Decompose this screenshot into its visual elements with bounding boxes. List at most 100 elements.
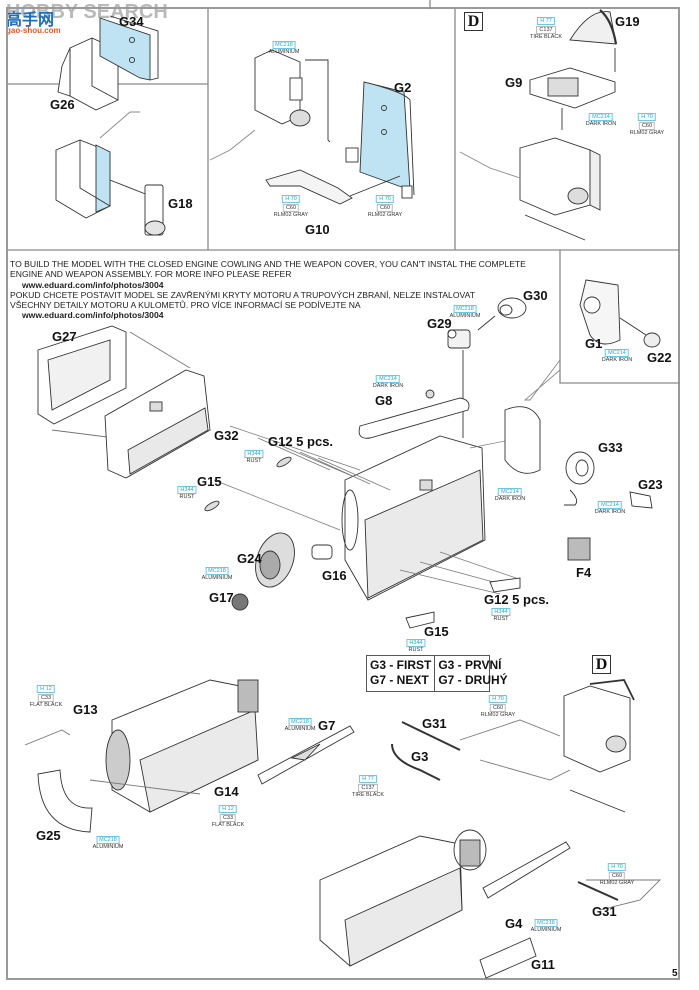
part-g34-art: [99, 15, 159, 81]
part-g31a-art: [401, 721, 461, 751]
note-cz-line-1: POKUD CHCETE POSTAVIT MODEL SE ZAVŘENÝMI…: [10, 289, 475, 300]
part-label-g4: G4: [505, 916, 523, 931]
part-label-g32: G32: [214, 428, 239, 443]
part-g1-art: [579, 279, 621, 345]
part-label-g31-bottom: G31: [592, 904, 617, 919]
part-g15b-art: [405, 611, 435, 629]
part-label-g23: G23: [638, 477, 663, 492]
part-label-g15-top: G15: [197, 474, 222, 489]
part-label-g29: G29: [427, 316, 452, 331]
part-label-g8: G8: [375, 393, 393, 408]
closed-cowling-note: TO BUILD THE MODEL WITH THE CLOSED ENGIN…: [10, 259, 526, 321]
part-engine-lower-left-art: [105, 679, 259, 813]
part-g31b-art: [577, 881, 619, 901]
part-label-g9: G9: [505, 75, 523, 90]
sequence-cz: G3 - PRVNÍ G7 - DRUHÝ: [434, 656, 510, 691]
part-label-g7: G7: [318, 718, 336, 733]
part-label-g19: G19: [615, 14, 640, 29]
part-cockpit-assembly-top-art: [519, 137, 601, 241]
part-label-f4: F4: [576, 565, 592, 580]
page-frame-top: [6, 7, 680, 9]
part-g18-art: [144, 184, 166, 236]
part-g2-block-art: [254, 49, 311, 127]
guide-lines-center: [213, 425, 517, 595]
part-label-g2: G2: [394, 80, 412, 95]
part-f4-art: [567, 537, 591, 561]
part-label-g10: G10: [305, 222, 330, 237]
part-label-g17: G17: [209, 590, 234, 605]
part-g12b-art: [489, 577, 521, 593]
part-g22-art: [643, 332, 661, 348]
watermark-logo: 高手网: [6, 12, 55, 29]
note-cz-line-2: VŠECHNY DETAILY MOTORU A KULOMETŮ. PRO V…: [10, 300, 361, 311]
sequence-en: G3 - FIRST G7 - NEXT: [367, 656, 434, 691]
part-g23-art: [629, 491, 653, 509]
part-g10-art: [265, 169, 353, 205]
sequence-cz-first: G3 - PRVNÍ: [438, 658, 502, 672]
sequence-en-next: G7 - NEXT: [370, 673, 429, 687]
part-g27-art: [37, 325, 127, 425]
part-g12a-art: [276, 456, 292, 468]
page-frame: [6, 8, 680, 980]
part-g11-art: [479, 937, 537, 979]
part-label-g26: G26: [50, 97, 75, 112]
part-g7-art: [257, 725, 355, 785]
sequence-cz-next: G7 - DRUHÝ: [438, 673, 508, 687]
part-label-g15-bottom: G15: [424, 624, 449, 639]
watermark-hobby-search: HOBBY SEARCH: [6, 1, 168, 23]
part-label-g25: G25: [36, 828, 61, 843]
note-en-url[interactable]: www.eduard.com/info/photos/3004: [22, 279, 164, 290]
section-marker-d-top: D: [464, 12, 483, 31]
part-cockpit-assembly-bottom-art: [563, 679, 635, 813]
part-g24-art: [255, 532, 295, 588]
part-label-g34: G34: [119, 14, 144, 29]
note-cz-url[interactable]: www.eduard.com/info/photos/3004: [22, 310, 164, 321]
part-g8-art: [358, 389, 470, 439]
part-g16-art: [311, 544, 333, 560]
part-label-g33: G33: [598, 440, 623, 455]
part-label-g22: G22: [647, 350, 672, 365]
part-label-g12-bottom: G12 5 pcs.: [484, 592, 550, 607]
part-label-g30: G30: [523, 288, 548, 303]
part-g3-art: [391, 743, 441, 781]
part-label-g31-top: G31: [422, 716, 447, 731]
part-label-g18: G18: [168, 196, 193, 211]
part-g15a-art: [204, 500, 220, 512]
part-g4-art: [482, 841, 571, 899]
part-label-g13: G13: [73, 702, 98, 717]
part-g32-art: [104, 369, 211, 479]
section-marker-d-bottom: D: [592, 655, 611, 674]
part-g18-block-art: [55, 139, 149, 219]
part-g17-art: [231, 593, 249, 611]
part-label-g24: G24: [237, 551, 262, 566]
page-number: 5: [672, 968, 678, 979]
part-label-g27: G27: [52, 329, 77, 344]
part-label-g14: G14: [214, 784, 239, 799]
part-label-g3: G3: [411, 749, 429, 764]
assembly-sequence-box: G3 - FIRST G7 - NEXT G3 - PRVNÍ G7 - DRU…: [366, 655, 508, 692]
part-g19-art: [569, 9, 618, 45]
part-label-g1: G1: [585, 336, 603, 351]
note-en-line-1: TO BUILD THE MODEL WITH THE CLOSED ENGIN…: [10, 259, 526, 269]
part-label-g11: G11: [531, 957, 555, 972]
